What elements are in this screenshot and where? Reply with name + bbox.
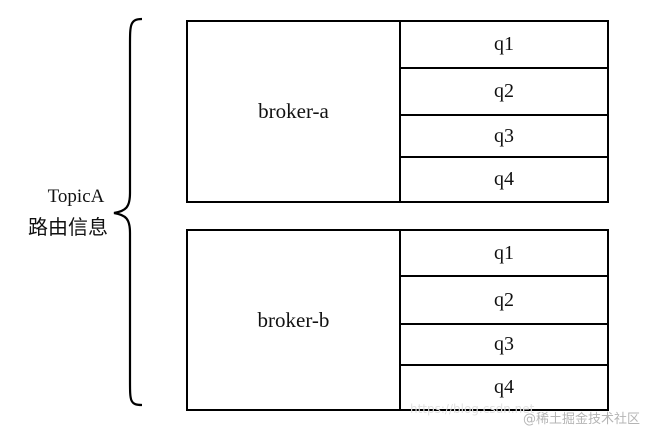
queue-cell: q1	[399, 229, 609, 277]
watermark-text: @稀土掘金技术社区	[522, 412, 640, 427]
topic-subtitle: 路由信息	[28, 215, 108, 239]
curly-brace	[113, 17, 143, 407]
queue-cell: q2	[399, 275, 609, 325]
queue-cell: q4	[399, 364, 609, 411]
queue-cell: q1	[399, 20, 609, 69]
queue-cell: q4	[399, 156, 609, 203]
queue-cell: q3	[399, 114, 609, 158]
watermark-url: https://blog.csdn.net	[410, 402, 535, 416]
broker-label: broker-a	[258, 99, 329, 123]
broker-label: broker-b	[257, 307, 330, 332]
broker-box	[186, 20, 401, 203]
topic-name: TopicA	[47, 186, 105, 207]
queue-cell: q2	[399, 67, 609, 116]
queue-cell: q3	[399, 323, 609, 366]
